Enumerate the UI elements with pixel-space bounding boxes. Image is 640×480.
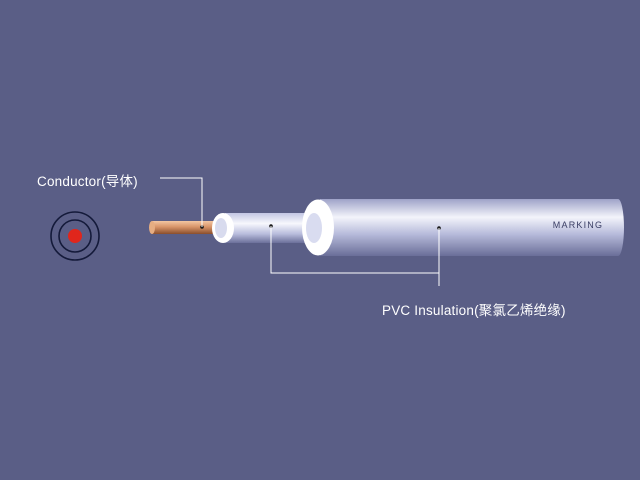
conductor-wire [152,221,226,234]
outer-insulation [320,199,618,256]
outer-insulation-hole [306,213,322,243]
marking-text: MARKING [553,220,603,230]
cross-section-icon [50,211,100,261]
insulation-leader-line [270,226,440,274]
conductor-label: Conductor(导体) [37,174,138,189]
inner-insulation [225,213,315,243]
conductor-leader-line [160,177,203,227]
inner-insulation-hole [215,218,227,238]
conductor-wire-end [149,221,155,234]
insulation-label: PVC Insulation(聚氯乙烯绝缘) [382,303,566,318]
outer-insulation-end [612,199,624,256]
